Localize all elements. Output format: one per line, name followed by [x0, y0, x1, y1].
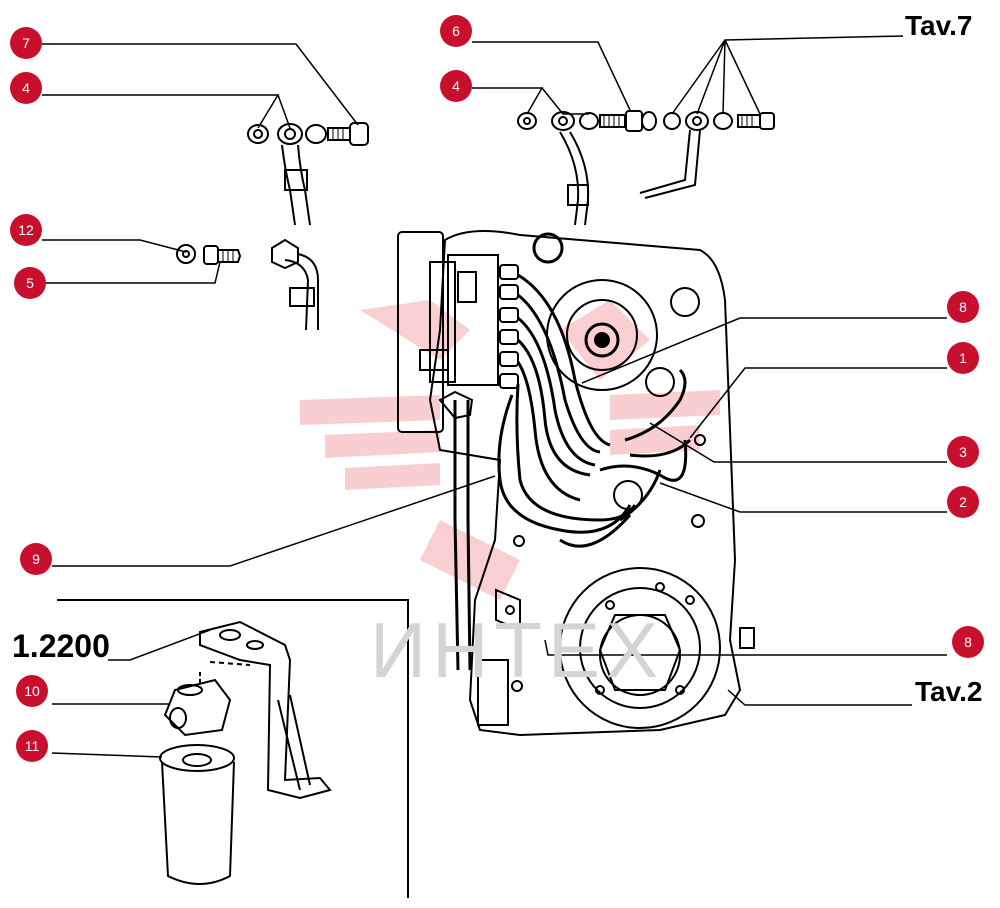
callout-5[interactable]: 5	[14, 267, 46, 299]
hose-elbow-9	[438, 390, 474, 420]
tav7-label: Tav.7	[905, 10, 973, 41]
callout-10[interactable]: 10	[16, 675, 48, 707]
part-number-label: 1.2200	[12, 628, 110, 664]
top-left-fittings	[247, 122, 369, 226]
callout-7[interactable]: 7	[10, 27, 42, 59]
callout-8-bottom[interactable]: 8	[952, 626, 984, 658]
watermark-text: ИНТЕХ	[370, 606, 665, 694]
callout-11[interactable]: 11	[16, 730, 48, 762]
left-fittings	[176, 238, 319, 331]
callout-12[interactable]: 12	[10, 214, 42, 246]
transmission-housing	[397, 230, 755, 737]
callout-9[interactable]: 9	[20, 543, 52, 575]
top-fittings	[517, 110, 775, 226]
callout-4-left[interactable]: 4	[10, 72, 42, 104]
callout-6[interactable]: 6	[440, 15, 472, 47]
hose-bundle	[453, 273, 692, 671]
valve-fittings	[419, 264, 519, 389]
tav2-label: Tav.2	[915, 676, 983, 707]
callout-1[interactable]: 1	[947, 342, 979, 374]
callout-8-top[interactable]: 8	[947, 291, 979, 323]
callout-4-top[interactable]: 4	[440, 70, 472, 102]
filter-box-frame	[57, 599, 409, 898]
callout-2[interactable]: 2	[947, 486, 979, 518]
filter-assembly	[159, 620, 332, 885]
callout-3[interactable]: 3	[947, 436, 979, 468]
leader-lines	[42, 35, 947, 758]
